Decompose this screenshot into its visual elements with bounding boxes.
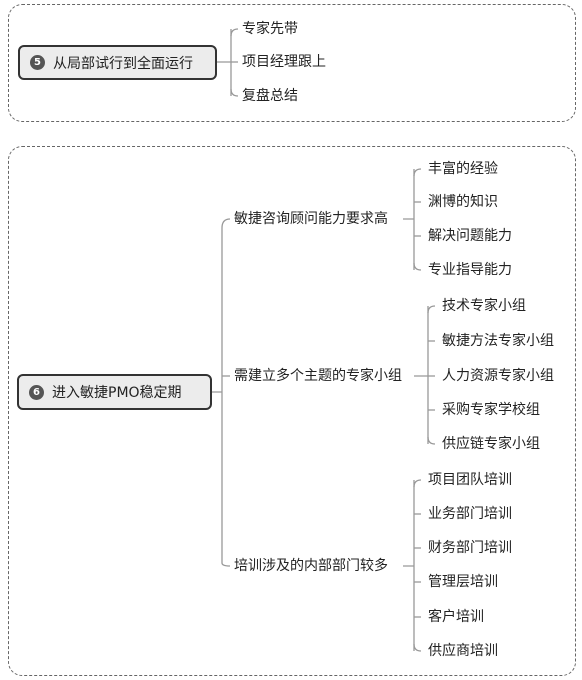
section-5-number-badge: 5 (30, 55, 45, 70)
connector-b2-leaf-1 (427, 305, 436, 314)
b1-child-2[interactable]: 渊博的知识 (428, 194, 498, 210)
connector-b1-leaf-4 (413, 262, 422, 271)
b1-child-4[interactable]: 专业指导能力 (428, 262, 512, 278)
b3-child-6[interactable]: 供应商培训 (428, 643, 498, 659)
connector-b2-leaf-5 (427, 436, 436, 445)
b2-child-4[interactable]: 采购专家学校组 (442, 402, 540, 418)
connector-s6-branch-3 (221, 562, 231, 567)
s5-child-1[interactable]: 专家先带 (242, 21, 298, 37)
b2-child-1[interactable]: 技术专家小组 (442, 298, 526, 314)
b3-child-3[interactable]: 财务部门培训 (428, 540, 512, 556)
s5-child-2[interactable]: 项目经理跟上 (242, 54, 326, 70)
connector-b1-trunk (403, 169, 415, 270)
section-5-root-node[interactable]: 5 从局部试行到全面运行 (18, 45, 217, 80)
b1-child-1[interactable]: 丰富的经验 (428, 161, 498, 177)
connector-b3-leaf-1 (413, 479, 422, 488)
section-6-title: 进入敏捷PMO稳定期 (52, 385, 182, 401)
connector-b3-leaf-6 (413, 643, 422, 652)
connector-b2-trunk (414, 306, 429, 444)
s6-branch-3[interactable]: 培训涉及的内部部门较多 (234, 558, 388, 574)
section-6-number-badge: 6 (29, 384, 44, 400)
connector-b3-trunk (403, 480, 415, 651)
section-6-group (8, 146, 576, 676)
connector-s5-leaf-3 (230, 88, 239, 97)
b2-child-2[interactable]: 敏捷方法专家小组 (442, 333, 554, 349)
b3-child-5[interactable]: 客户培训 (428, 609, 484, 625)
section-5-group (8, 4, 576, 122)
section-5-title: 从局部试行到全面运行 (53, 55, 193, 72)
b3-child-1[interactable]: 项目团队培训 (428, 472, 512, 488)
b1-child-3[interactable]: 解决问题能力 (428, 228, 512, 244)
b3-child-4[interactable]: 管理层培训 (428, 574, 498, 590)
s6-branch-2[interactable]: 需建立多个主题的专家小组 (234, 368, 402, 384)
b3-child-2[interactable]: 业务部门培训 (428, 506, 512, 522)
s6-branch-1[interactable]: 敏捷咨询顾问能力要求高 (234, 211, 388, 227)
b2-child-3[interactable]: 人力资源专家小组 (442, 368, 554, 384)
b2-child-5[interactable]: 供应链专家小组 (442, 436, 540, 452)
connector-s6-branch-1 (221, 218, 231, 229)
connector-s5-leaf-1 (230, 28, 239, 37)
section-6-root-node[interactable]: 6 进入敏捷PMO稳定期 (17, 374, 212, 410)
connector-b1-leaf-1 (413, 168, 422, 177)
s5-child-3[interactable]: 复盘总结 (242, 88, 298, 104)
connector-s6-trunk (212, 228, 223, 563)
